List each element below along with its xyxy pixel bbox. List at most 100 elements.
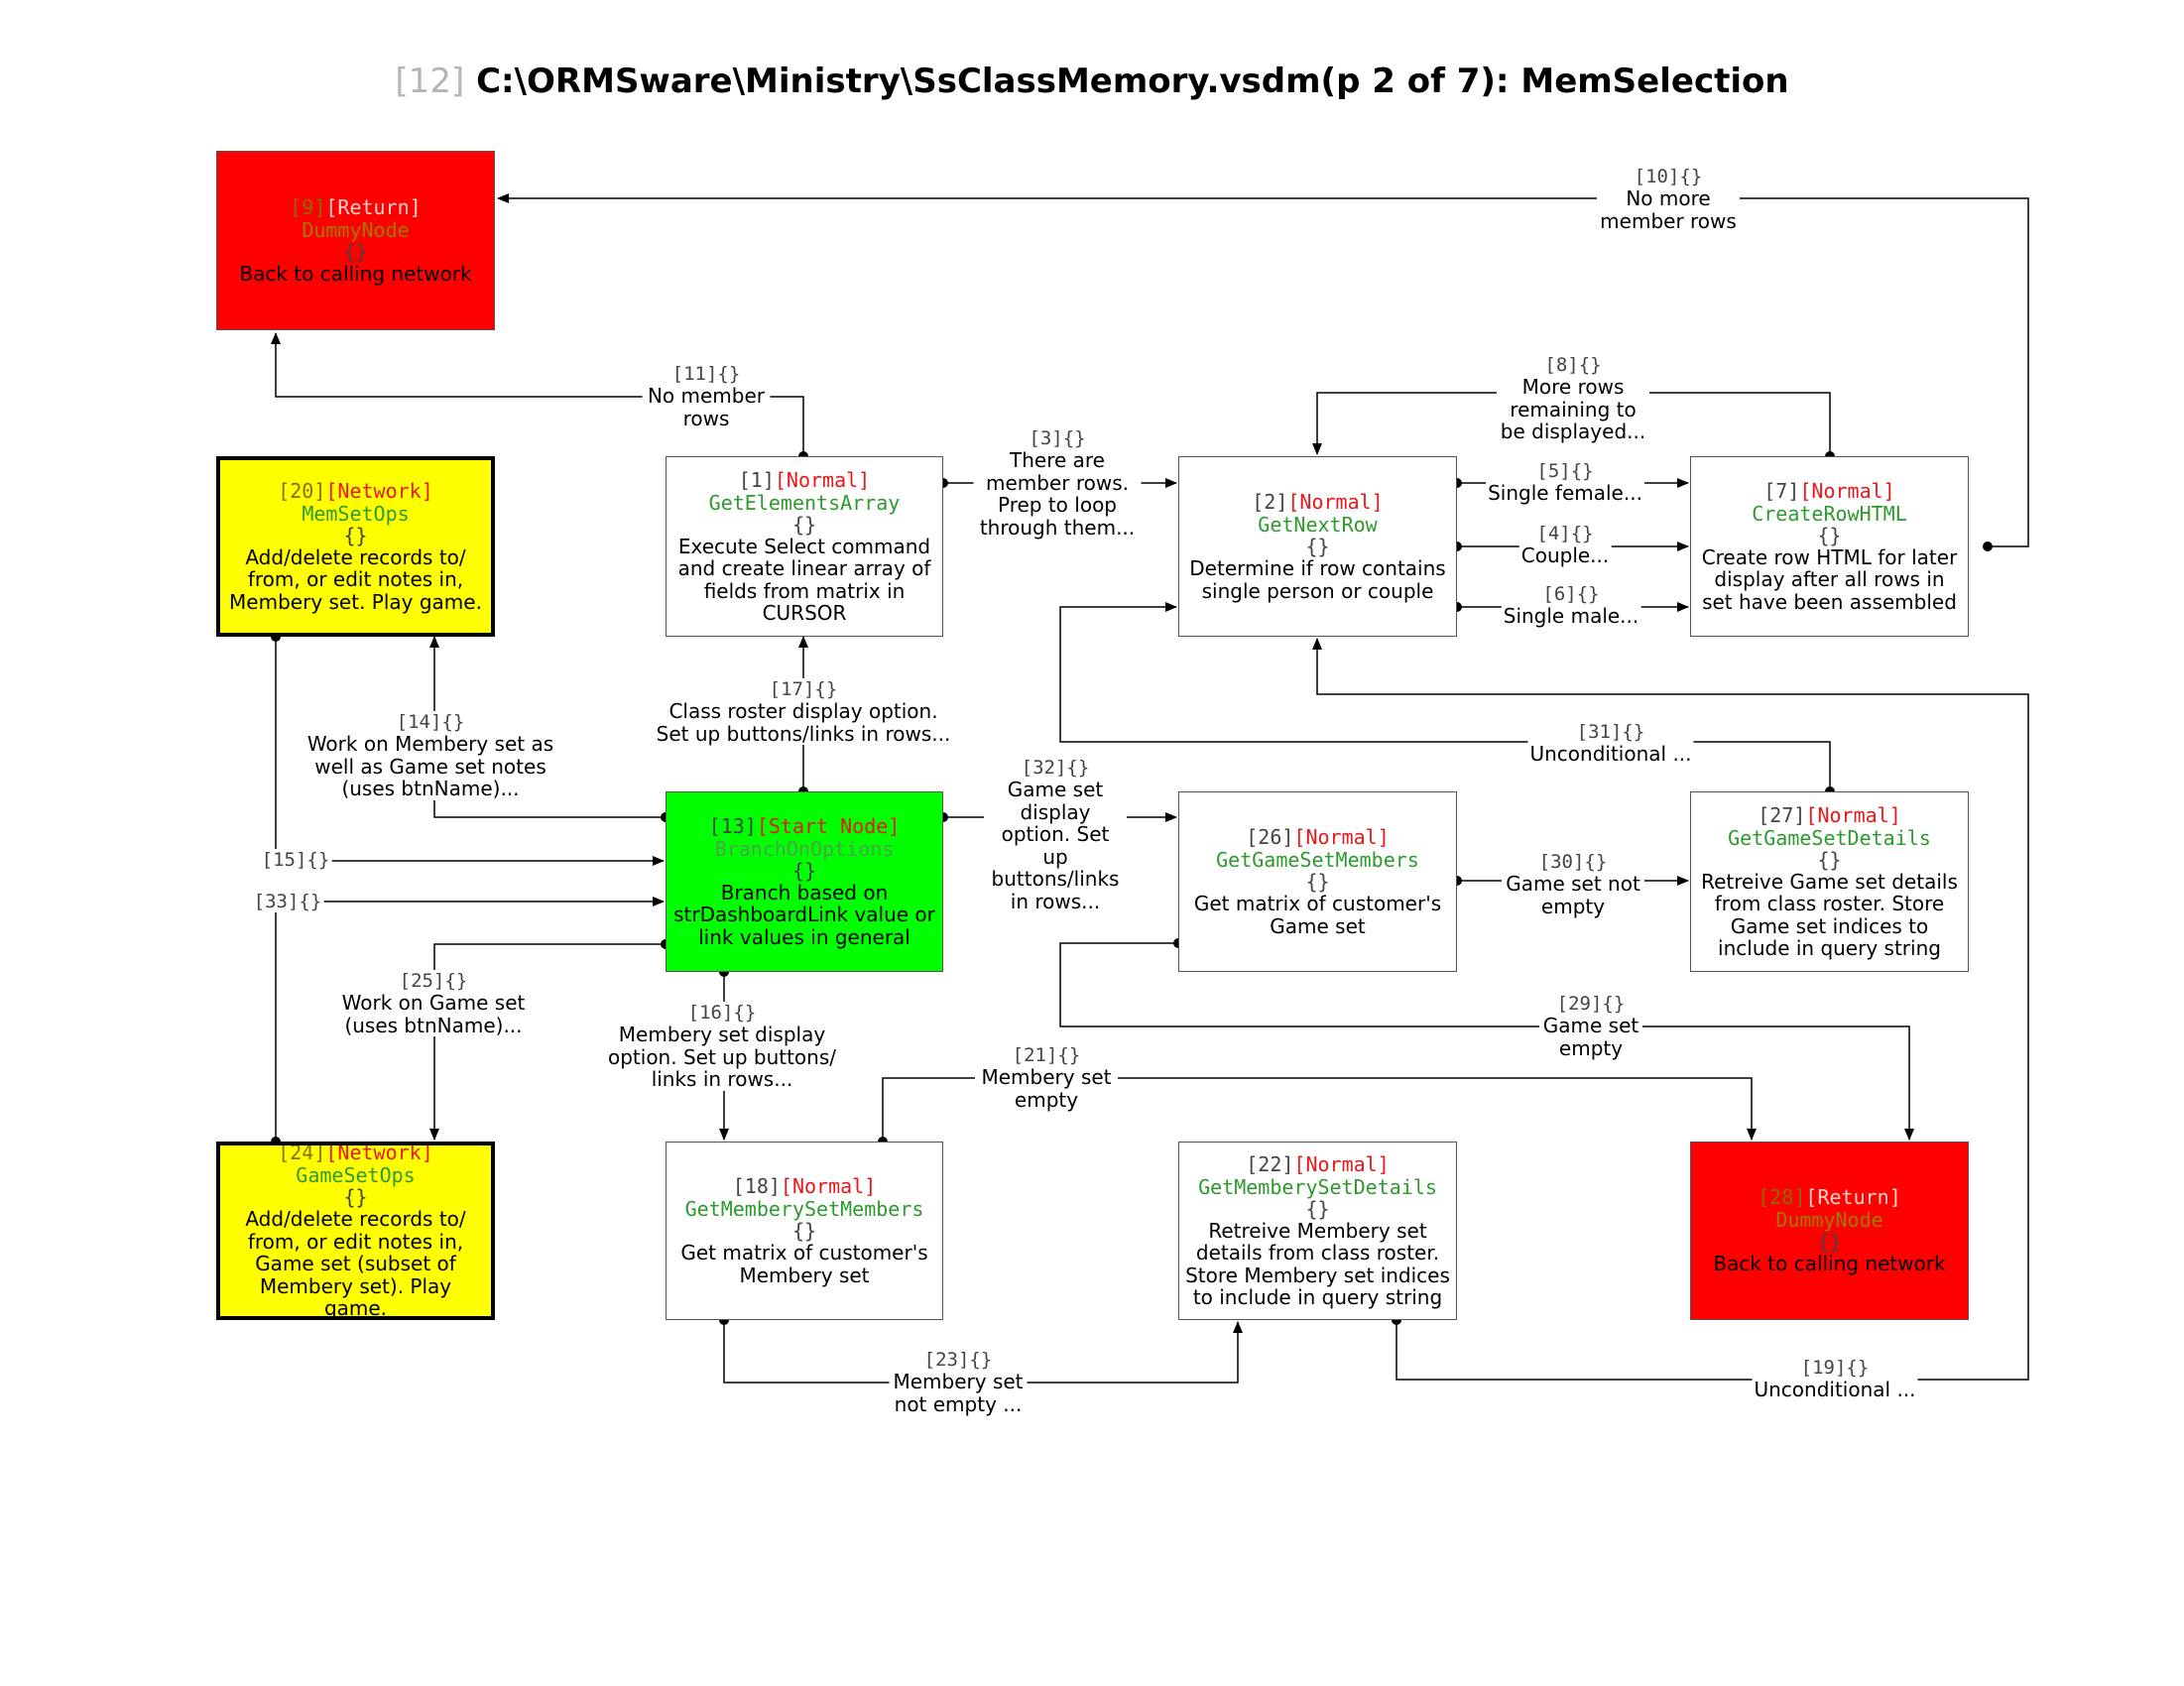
node-id: [2]	[1252, 490, 1288, 514]
edge-text: Unconditional ...	[1754, 1378, 1916, 1401]
edge-id: [21]{}	[1012, 1044, 1081, 1066]
edge-label-14: [14]{} Work on Membery set as well as Ga…	[304, 711, 556, 800]
edge-id: [25]{}	[399, 970, 468, 992]
edge-label-16: [16]{} Membery set display option. Set u…	[601, 1002, 843, 1091]
edge-text: There are member rows. Prep to loop thro…	[979, 448, 1136, 540]
edge-label-25: [25]{} Work on Game set (uses btnName)..…	[337, 970, 530, 1036]
node-header: [7][Normal]	[1763, 478, 1895, 503]
edge-text: No member rows	[647, 384, 766, 430]
edge-id: [32]{}	[1021, 757, 1090, 779]
edge-10	[497, 193, 2029, 547]
edge-label-10: [10]{} No more member rows	[1597, 166, 1740, 232]
node-20-network[interactable]: [20][Network] MemSetOps {} Add/delete re…	[216, 456, 495, 637]
node-1-normal[interactable]: [1][Normal] GetElementsArray {} Execute …	[666, 456, 943, 637]
edge-id: [30]{}	[1538, 851, 1608, 873]
edge-id: [15]{}	[261, 849, 330, 871]
node-id: [24]	[278, 1142, 326, 1165]
node-name: GetMemberySetDetails	[1198, 1174, 1437, 1199]
node-description: Retreive Membery set details from class …	[1185, 1218, 1450, 1309]
node-9-return[interactable]: [9][Return] DummyNode {} Back to calling…	[216, 151, 495, 330]
node-id: [7]	[1763, 478, 1800, 503]
node-braces: {}	[1305, 535, 1330, 558]
node-13-start[interactable]: [13][Start Node] BranchOnOptions {} Bran…	[666, 791, 943, 972]
node-braces: {}	[343, 523, 368, 547]
edge-25	[429, 943, 666, 1141]
edge-text: Unconditional ...	[1529, 742, 1692, 766]
node-header: [27][Normal]	[1758, 802, 1901, 827]
node-kind: [Normal]	[1287, 490, 1384, 514]
node-description: Create row HTML for later display after …	[1701, 544, 1958, 614]
node-kind: [Normal]	[1799, 478, 1895, 503]
edge-text: Membery set empty	[981, 1065, 1112, 1112]
node-22-normal[interactable]: [22][Normal] GetMemberySetDetails {} Ret…	[1178, 1142, 1457, 1320]
edge-id: [29]{}	[1556, 993, 1626, 1015]
edge-text: Game set not empty	[1506, 872, 1640, 918]
edge-text: Class roster display option. Set up butt…	[656, 699, 951, 746]
node-27-normal[interactable]: [27][Normal] GetGameSetDetails {} Retrei…	[1690, 791, 1969, 972]
edge-label-29: [29]{} Game set empty	[1539, 993, 1642, 1059]
edge-label-3: [3]{} There are member rows. Prep to loo…	[973, 427, 1142, 540]
node-name: DummyNode	[302, 217, 410, 242]
edge-id: [33]{}	[253, 891, 322, 912]
edge-11	[271, 332, 804, 456]
node-kind: [Normal]	[1805, 802, 1901, 827]
node-braces: {}	[1817, 523, 1842, 547]
edge-id: [10]{}	[1634, 166, 1703, 187]
edge-text: More rows remaining to be displayed...	[1500, 375, 1646, 443]
node-description: Add/delete records to/ from, or edit not…	[229, 544, 482, 614]
node-description: Get matrix of customer's Game set	[1193, 892, 1442, 938]
edge-id: [4]{}	[1536, 523, 1594, 544]
node-name: GameSetOps	[296, 1163, 416, 1188]
node-kind: [Network]	[325, 1142, 433, 1165]
edge-text: Work on Membery set as well as Game set …	[306, 732, 554, 800]
node-description: Execute Select command and create linear…	[677, 534, 931, 625]
node-id: [13]	[708, 813, 757, 838]
node-26-normal[interactable]: [26][Normal] GetGameSetMembers {} Get ma…	[1178, 791, 1457, 972]
node-header: [24][Network]	[278, 1142, 433, 1165]
edge-label-33: [33]{}	[251, 891, 324, 912]
node-braces: {}	[791, 1219, 817, 1243]
node-id: [9]	[290, 194, 326, 219]
node-2-normal[interactable]: [2][Normal] GetNextRow {} Determine if r…	[1178, 456, 1457, 637]
node-28-return[interactable]: [28][Return] DummyNode {} Back to callin…	[1690, 1142, 1969, 1320]
edge-label-17: [17]{} Class roster display option. Set …	[648, 678, 959, 745]
node-7-normal[interactable]: [7][Normal] CreateRowHTML {} Create row …	[1690, 456, 1969, 637]
node-description: Determine if row contains single person …	[1189, 556, 1446, 603]
edge-19	[1312, 638, 2029, 1381]
node-header: [2][Normal]	[1252, 491, 1383, 514]
node-name: GetElementsArray	[708, 490, 901, 515]
edge-text: Membery set display option. Set up butto…	[607, 1023, 836, 1091]
page-path: C:\ORMSware\Ministry\SsClassMemory.vsdm(…	[476, 61, 1789, 101]
page-number: [12]	[395, 61, 465, 101]
edge-label-30: [30]{} Game set not empty	[1502, 851, 1644, 917]
node-id: [20]	[278, 478, 326, 503]
node-name: GetMemberySetMembers	[684, 1197, 924, 1221]
edge-id: [3]{}	[1029, 427, 1086, 449]
node-id: [1]	[738, 467, 775, 492]
node-description: Branch based on strDashboardLink value o…	[673, 880, 935, 949]
node-name: GetNextRow	[1258, 513, 1378, 537]
node-braces: {}	[1817, 1230, 1842, 1255]
edge-label-23: [23]{} Membery set not empty ...	[889, 1349, 1028, 1415]
node-name: GetGameSetDetails	[1728, 825, 1931, 850]
node-kind: [Normal]	[774, 467, 871, 492]
node-18-normal[interactable]: [18][Normal] GetMemberySetMembers {} Get…	[666, 1142, 943, 1320]
edge-label-6: [6]{} Single male...	[1501, 583, 1641, 628]
edge-id: [16]{}	[687, 1002, 757, 1024]
edge-id: [8]{}	[1544, 354, 1602, 376]
node-name: GetGameSetMembers	[1216, 848, 1419, 872]
edge-14	[429, 636, 666, 818]
edge-label-5: [5]{} Single female...	[1486, 460, 1644, 505]
edge-text: Single male...	[1503, 604, 1639, 628]
node-name: BranchOnOptions	[714, 836, 895, 861]
node-description: Get matrix of customer's Membery set	[680, 1241, 928, 1287]
edge-id: [11]{}	[671, 363, 741, 385]
node-24-network[interactable]: [24][Network] GameSetOps {} Add/delete r…	[216, 1142, 495, 1320]
node-header: [22][Normal]	[1246, 1152, 1390, 1176]
page-title: [12] C:\ORMSware\Ministry\SsClassMemory.…	[0, 61, 2184, 101]
edge-id: [31]{}	[1576, 721, 1645, 743]
node-name: DummyNode	[1775, 1208, 1883, 1233]
node-kind: [Return]	[1805, 1185, 1901, 1210]
edge-label-32: [32]{} Game set display option. Set up b…	[984, 757, 1127, 912]
node-kind: [Return]	[325, 194, 422, 219]
